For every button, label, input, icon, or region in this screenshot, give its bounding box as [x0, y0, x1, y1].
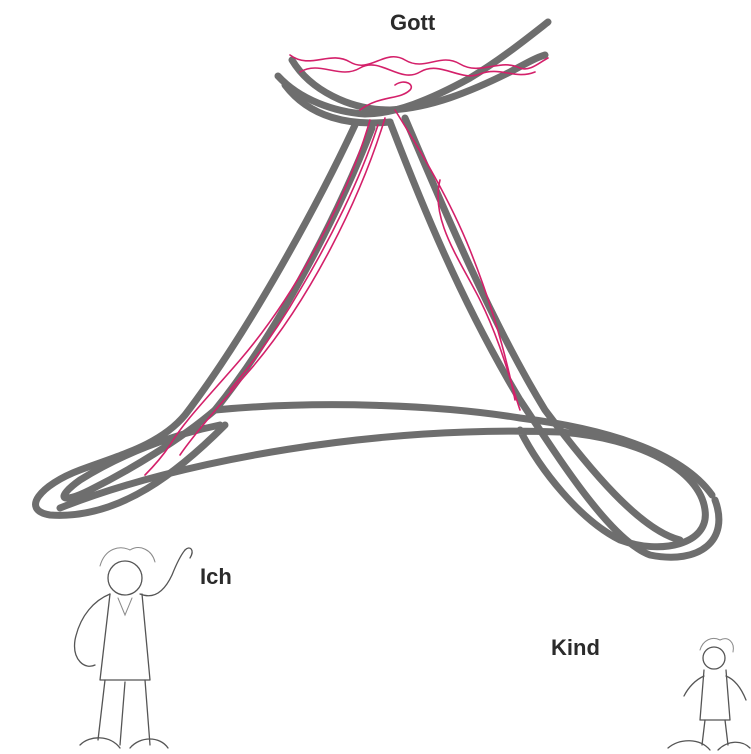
label-kind: Kind: [551, 635, 600, 661]
ribbon-shape: [36, 22, 719, 557]
child-figure-icon: [668, 638, 750, 750]
adult-figure-icon: [75, 548, 193, 748]
label-gott: Gott: [390, 10, 435, 36]
label-ich: Ich: [200, 564, 232, 590]
